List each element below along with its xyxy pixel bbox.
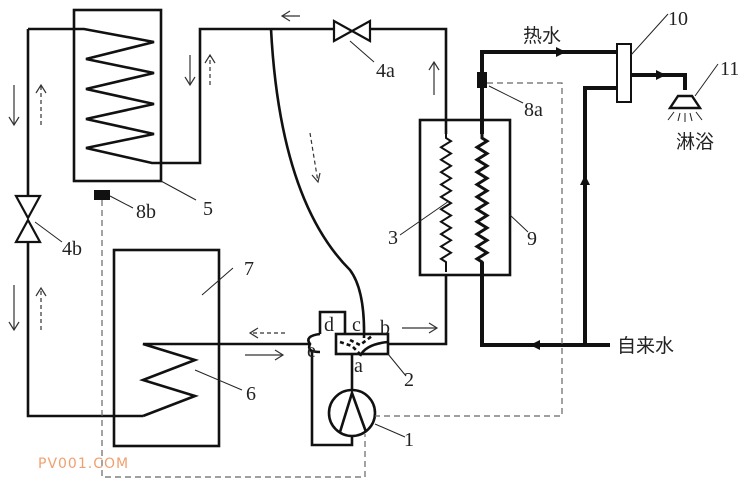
- cold-water-to-mixer: [583, 86, 617, 345]
- label-8b: 8b: [136, 201, 156, 223]
- port-a: a: [354, 355, 363, 377]
- label-2: 2: [404, 369, 414, 391]
- pipe-e-to-compressor: [310, 352, 354, 447]
- hot-water-label: 热水: [523, 25, 561, 47]
- hot-water-arrow: [556, 47, 566, 57]
- valve-internal-a: [358, 340, 389, 357]
- storage-tank: [112, 248, 221, 448]
- refrigerant-coil: [439, 128, 453, 272]
- label-8a: 8a: [524, 99, 543, 121]
- cold-water-return: [480, 262, 610, 347]
- valve-internal-right: [349, 334, 373, 347]
- sensor-8b: [94, 190, 110, 200]
- label-6: 6: [246, 383, 256, 405]
- sensor-8a: [477, 72, 487, 88]
- label-5: 5: [203, 198, 213, 220]
- label-11: 11: [720, 58, 739, 80]
- label-7: 7: [244, 258, 254, 280]
- control-line-8a: [375, 82, 563, 417]
- tank-coil: [139, 342, 310, 418]
- port-d: d: [324, 314, 334, 336]
- pipe-to-coil-3: [370, 27, 448, 134]
- outdoor-coil-zigzag: [28, 27, 268, 165]
- shower-spray: [667, 111, 703, 122]
- label-9: 9: [527, 228, 537, 250]
- leader-lines: [34, 13, 719, 438]
- expansion-valve-4b: [14, 194, 42, 221]
- expansion-valve-4a: [332, 19, 355, 43]
- watermark: PV001.COM: [38, 456, 129, 472]
- flow-arrows: [8, 10, 440, 361]
- valve-e-bend: [307, 332, 321, 354]
- pipe-curve-to-c: [269, 28, 366, 339]
- shower-arrow: [656, 70, 666, 80]
- shower-head: [667, 94, 703, 110]
- tap-water-label: 自来水: [617, 335, 674, 357]
- mixing-valve: [616, 43, 632, 103]
- shower-label: 淋浴: [676, 131, 714, 153]
- expansion-valve-4a-right: [349, 19, 372, 43]
- port-e: e: [307, 340, 316, 362]
- label-4b: 4b: [62, 238, 82, 260]
- water-coil: [474, 128, 490, 272]
- label-10: 10: [668, 8, 688, 30]
- tap-water-arrow: [530, 340, 540, 350]
- pipe-left-lower: [26, 242, 143, 418]
- label-1: 1: [404, 429, 414, 451]
- port-c: c: [352, 314, 361, 336]
- pipe-to-shower: [631, 73, 687, 90]
- control-line-8b: [101, 200, 366, 478]
- valve-d-box: [318, 310, 347, 334]
- outdoor-coil-box: [72, 8, 163, 183]
- label-3: 3: [388, 227, 398, 249]
- upward-water-arrow: [580, 175, 590, 185]
- plate-exchanger: [418, 118, 512, 277]
- pipe-b-to-coil-3: [388, 274, 448, 346]
- port-b: b: [380, 317, 390, 339]
- hot-water-pipe: [480, 50, 617, 134]
- label-4a: 4a: [376, 60, 395, 82]
- compressor-symbol: [338, 388, 368, 433]
